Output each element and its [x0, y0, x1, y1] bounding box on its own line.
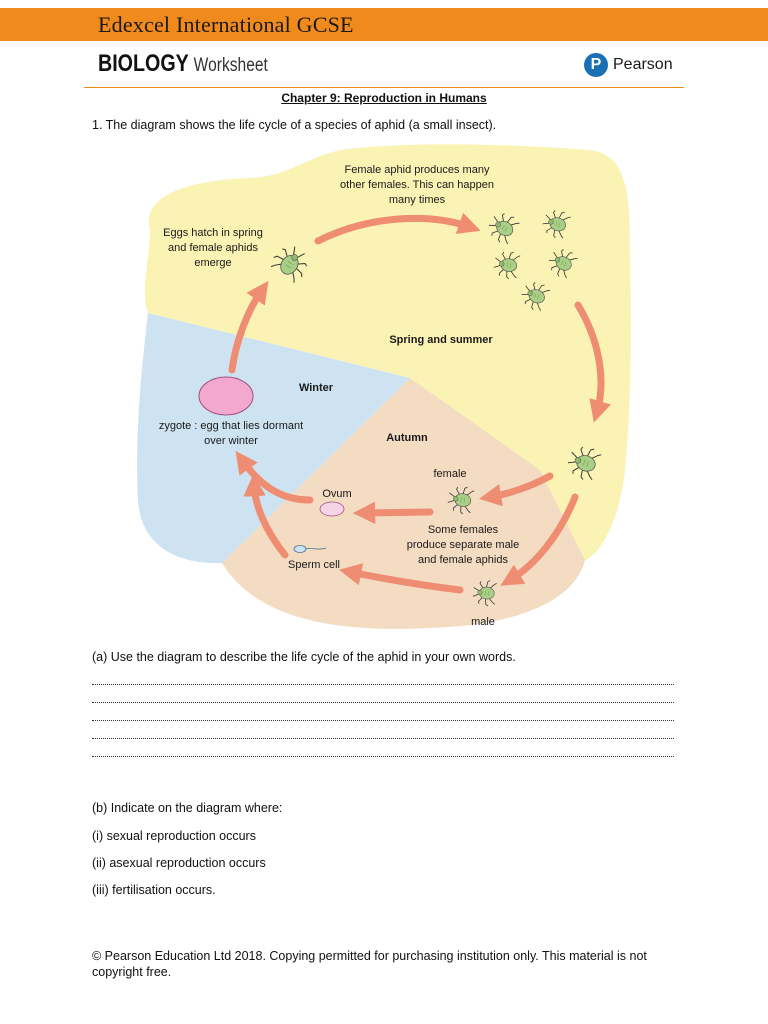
arrow-male-to-sperm — [339, 563, 464, 594]
question-b-iii: (iii) fertilisation occurs. — [92, 883, 216, 897]
label-eggs-hatch-1: Eggs hatch in spring — [163, 227, 263, 239]
copyright-footer: © Pearson Education Ltd 2018. Copying pe… — [92, 949, 647, 979]
label-zygote-1: zygote : egg that lies dormant — [159, 420, 303, 432]
label-male: male — [471, 616, 495, 628]
sperm-cell-icon — [293, 545, 327, 553]
label-eggs-hatch-2: and female aphids — [168, 242, 258, 254]
answer-line-3[interactable] — [92, 719, 674, 721]
question-b-i: (i) sexual reproduction occurs — [92, 829, 256, 843]
answer-line-5[interactable] — [92, 755, 674, 757]
answer-line-2[interactable] — [92, 701, 674, 703]
aphid-life-cycle-diagram: Female aphid produces many other females… — [137, 144, 631, 629]
arrow-to-female — [478, 472, 554, 507]
arrow-summer-to-autumn — [574, 301, 611, 423]
arrow-hatch-to-asexual — [314, 212, 481, 245]
header-title: Edexcel International GCSE — [98, 12, 354, 37]
question-b-ii: (ii) asexual reproduction occurs — [92, 856, 266, 870]
label-eggs-hatch-3: emerge — [194, 257, 231, 269]
header-rule — [84, 87, 684, 88]
label-zygote-2: over winter — [204, 435, 258, 447]
label-female-produces-1: Female aphid produces many — [345, 164, 490, 176]
chapter-title: Chapter 9: Reproduction in Humans — [281, 91, 487, 105]
label-some-females-2: produce separate male — [407, 539, 520, 551]
arrow-to-male — [500, 493, 579, 586]
arrow-female-to-ovum — [352, 501, 434, 525]
question-b: (b) Indicate on the diagram where: — [92, 801, 283, 815]
label-some-females-3: and female aphids — [418, 554, 508, 566]
label-ovum: Ovum — [322, 488, 351, 500]
label-winter: Winter — [299, 382, 334, 394]
ovum-icon — [319, 501, 345, 517]
answer-line-4[interactable] — [92, 737, 674, 739]
arrow-fertilisation — [235, 450, 314, 504]
winter-region — [137, 313, 410, 564]
label-female-produces-3: many times — [389, 194, 446, 206]
label-spring-summer: Spring and summer — [389, 334, 493, 346]
pearson-logo: P Pearson — [584, 53, 673, 77]
label-some-females-1: Some females — [428, 524, 499, 536]
label-autumn: Autumn — [386, 432, 428, 444]
answer-line-1[interactable] — [92, 683, 674, 685]
spring-summer-region — [144, 144, 631, 560]
header-bar — [0, 8, 768, 41]
arrow-zygote-to-hatch — [228, 280, 269, 374]
zygote-egg-icon — [198, 376, 254, 416]
arrow-sperm-to-zygote — [243, 473, 289, 559]
pearson-wordmark: Pearson — [613, 56, 673, 73]
question-1: 1. The diagram shows the life cycle of a… — [92, 118, 497, 132]
worksheet-label: Worksheet — [193, 55, 268, 76]
pearson-icon: P — [584, 53, 608, 77]
question-a: (a) Use the diagram to describe the life… — [92, 650, 516, 664]
autumn-region — [222, 378, 585, 629]
label-sperm-cell: Sperm cell — [288, 559, 340, 571]
subject-label: BIOLOGY — [98, 50, 189, 77]
label-female: female — [433, 468, 466, 480]
label-female-produces-2: other females. This can happen — [340, 179, 494, 191]
